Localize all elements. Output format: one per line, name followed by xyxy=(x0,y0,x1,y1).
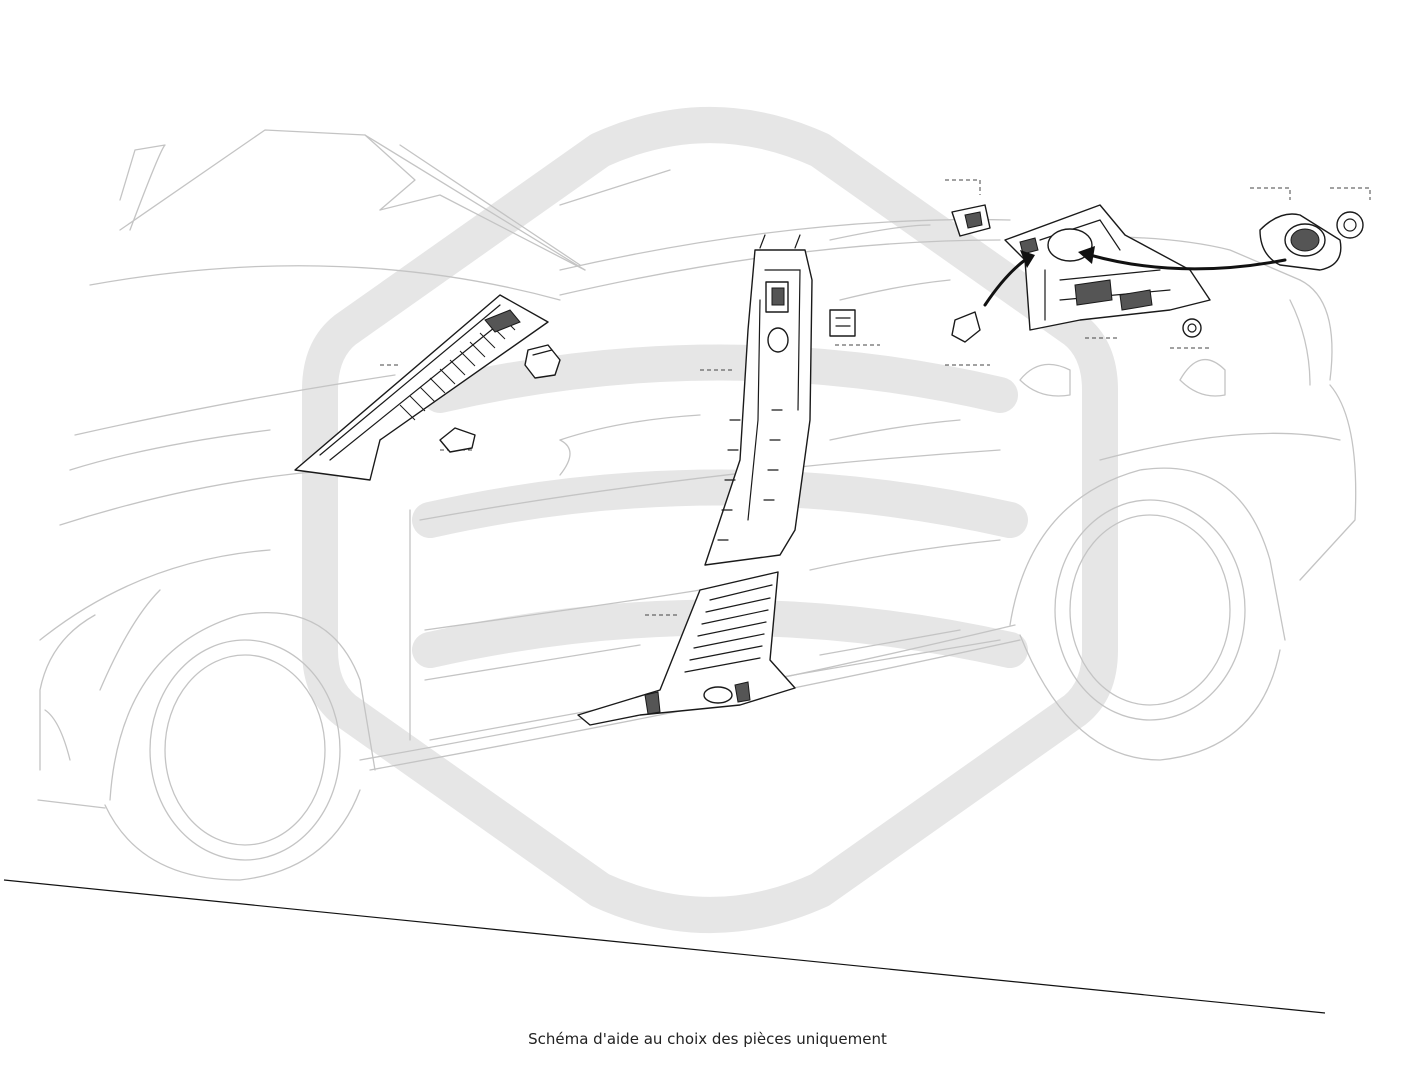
round-clip xyxy=(1182,318,1202,338)
curved-arrow-icon xyxy=(983,250,1035,307)
b-pillar-upper-trim xyxy=(704,234,813,566)
reference-markers xyxy=(380,179,1371,616)
car-outline xyxy=(37,129,1357,881)
clip-part xyxy=(951,204,991,237)
b-pillar-lower-trim xyxy=(577,571,796,726)
watermark-logo-icon xyxy=(302,107,1118,933)
bracket-part xyxy=(829,309,856,337)
clip-part xyxy=(951,311,981,343)
a-pillar-trim xyxy=(294,294,549,481)
diagram-caption: Schéma d'aide au choix des pièces unique… xyxy=(528,1030,887,1048)
clip-part xyxy=(439,427,476,453)
round-cap xyxy=(1336,211,1364,239)
curved-arrow-icon xyxy=(1078,246,1287,271)
clip-part xyxy=(524,344,561,379)
speaker-grille xyxy=(1259,213,1342,271)
ground-line xyxy=(3,879,1326,1014)
